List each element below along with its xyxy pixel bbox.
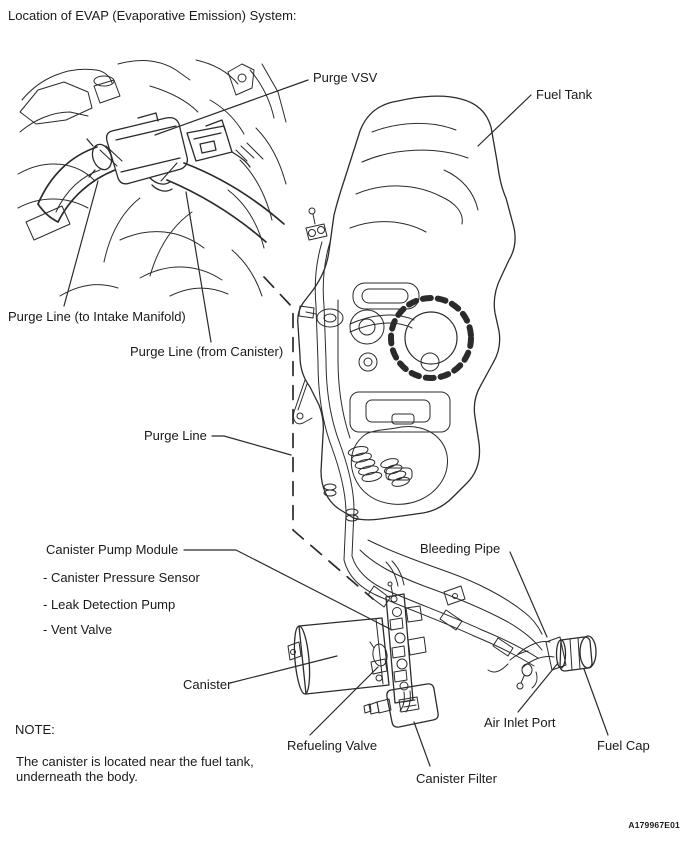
label-purge-line-intake: Purge Line (to Intake Manifold) bbox=[8, 309, 186, 324]
note-line-2: underneath the body. bbox=[16, 769, 138, 784]
leader-air-inlet-port bbox=[517, 662, 559, 713]
canister-filter-part bbox=[363, 683, 439, 728]
leader-purge-vsv bbox=[154, 79, 309, 136]
fuel-tank-illustration bbox=[293, 95, 543, 667]
label-fuel-tank: Fuel Tank bbox=[536, 87, 593, 102]
label-purge-line: Purge Line bbox=[144, 428, 207, 443]
note-line-1: The canister is located near the fuel ta… bbox=[16, 754, 254, 769]
note-body: The canister is located near the fuel ta… bbox=[16, 754, 306, 784]
leader-canister-pump-module bbox=[183, 549, 393, 631]
leader-purge-line-intake bbox=[63, 180, 99, 307]
label-air-inlet-port: Air Inlet Port bbox=[484, 715, 556, 730]
label-leak-detection-pump: - Leak Detection Pump bbox=[43, 597, 176, 612]
label-canister: Canister bbox=[183, 677, 232, 692]
leader-fuel-cap bbox=[583, 668, 609, 736]
leader-canister bbox=[229, 655, 338, 684]
leader-purge-line bbox=[211, 435, 292, 456]
leader-lines bbox=[63, 79, 609, 767]
label-refueling-valve: Refueling Valve bbox=[287, 738, 378, 753]
label-bleeding-pipe: Bleeding Pipe bbox=[420, 541, 501, 556]
leader-fuel-tank bbox=[477, 94, 532, 147]
system-boundary-dashed-line bbox=[263, 276, 374, 600]
label-purge-line-canister: Purge Line (from Canister) bbox=[130, 344, 284, 359]
filler-neck-part bbox=[487, 636, 567, 690]
leader-refueling-valve bbox=[309, 666, 379, 736]
figure-id: A179967E01 bbox=[628, 820, 680, 830]
purge-hoses bbox=[37, 145, 285, 243]
refueling-valve-part bbox=[369, 641, 388, 682]
leader-purge-line-canister bbox=[185, 191, 212, 343]
fuel-cap-part bbox=[555, 635, 597, 672]
engine-illustration bbox=[17, 59, 287, 297]
purge-vsv-part bbox=[86, 112, 264, 192]
label-purge-vsv: Purge VSV bbox=[313, 70, 378, 85]
label-vent-valve: - Vent Valve bbox=[43, 622, 113, 637]
label-canister-filter: Canister Filter bbox=[416, 771, 497, 786]
canister-assembly-illustration bbox=[287, 560, 597, 728]
note-heading: NOTE: bbox=[15, 722, 55, 737]
page-title: Location of EVAP (Evaporative Emission) … bbox=[8, 8, 297, 23]
canister-pump-module-part bbox=[385, 560, 427, 704]
leader-bleeding-pipe bbox=[509, 551, 548, 638]
label-canister-pump-module: Canister Pump Module bbox=[46, 542, 179, 557]
leader-canister-filter bbox=[413, 721, 431, 767]
label-fuel-cap: Fuel Cap bbox=[597, 738, 650, 753]
label-canister-pressure-sensor: - Canister Pressure Sensor bbox=[43, 570, 200, 585]
